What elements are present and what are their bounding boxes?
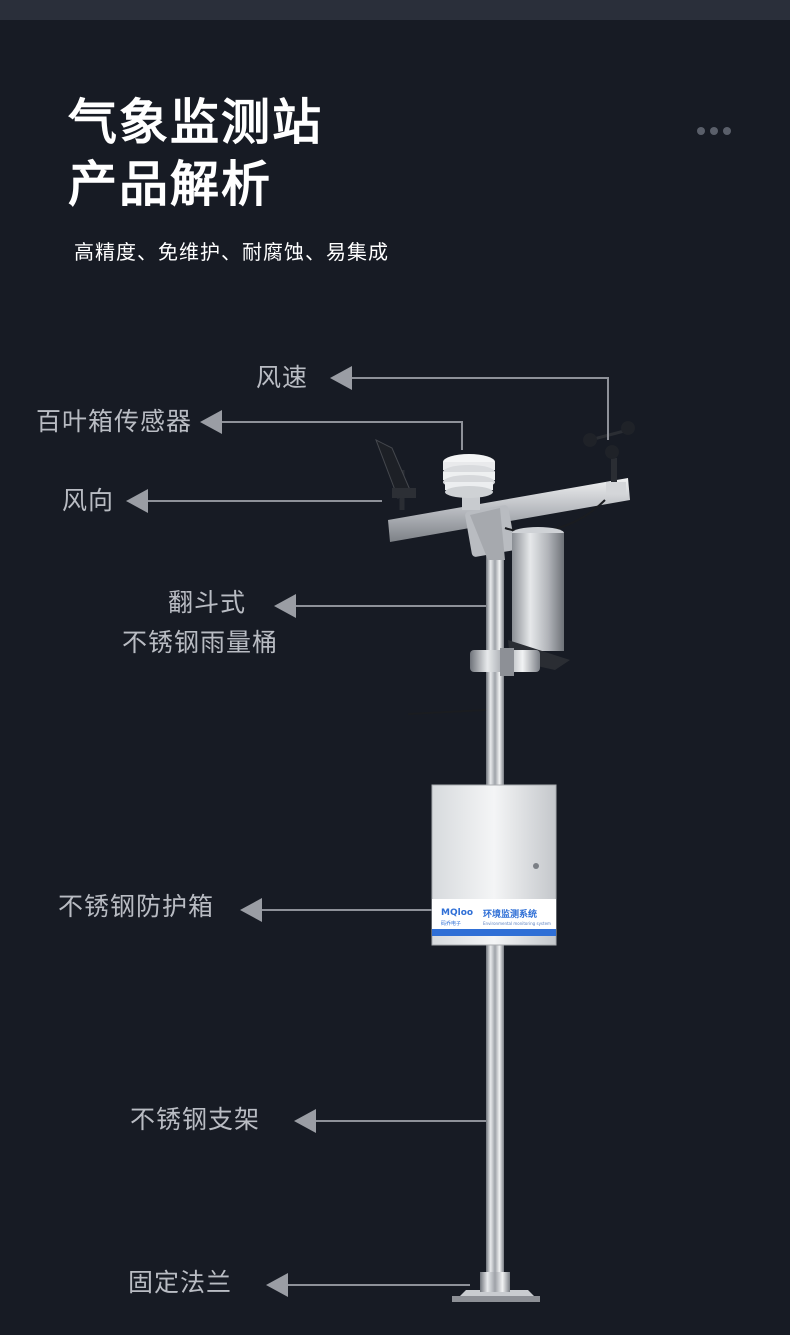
callout-fixed-flange: 固定法兰 <box>128 1268 233 1297</box>
louver-box <box>443 454 495 510</box>
callout-stainless-bracket: 不锈钢支架 <box>130 1105 261 1134</box>
callout-louver-box-sensor: 百叶箱传感器 <box>36 407 193 436</box>
title-line-1: 气象监测站 <box>68 94 324 151</box>
arrow-icon <box>240 898 262 922</box>
wind-speed-line <box>352 377 609 440</box>
system-name: 环境监测系统 <box>483 908 537 920</box>
arrow-icon <box>200 410 222 434</box>
anemometer <box>583 421 635 494</box>
callout-rain-gauge-line2: 不锈钢雨量桶 <box>122 628 279 657</box>
system-name-en: Environmental monitoring system <box>483 921 551 926</box>
callout-wind-direction: 风向 <box>62 486 115 515</box>
brand-logo: MQloo <box>441 908 473 918</box>
rain-bucket <box>470 527 570 676</box>
callout-arrows <box>126 366 352 1297</box>
arrow-icon <box>274 594 296 618</box>
callout-rain-gauge-line1: 翻斗式 <box>168 588 247 617</box>
page-title: 气象监测站 产品解析 <box>68 92 323 216</box>
arrow-icon <box>126 489 148 513</box>
protection-box: MQloo 码乔电子 环境监测系统 Environmental monitori… <box>431 784 557 946</box>
louver-line <box>222 421 463 450</box>
page-subtitle: 高精度、免维护、耐腐蚀、易集成 <box>74 240 389 264</box>
title-line-2: 产品解析 <box>68 156 273 213</box>
arrow-icon <box>266 1273 288 1297</box>
callout-wind-speed: 风速 <box>256 363 309 392</box>
arrow-icon <box>330 366 352 390</box>
callout-lines <box>148 377 609 1286</box>
more-dots-icon <box>697 127 731 135</box>
callout-protection-box: 不锈钢防护箱 <box>58 892 215 921</box>
top-bar <box>0 0 790 20</box>
arrow-icon <box>294 1109 316 1133</box>
brand-cn: 码乔电子 <box>441 920 461 927</box>
crossarm <box>388 478 630 542</box>
